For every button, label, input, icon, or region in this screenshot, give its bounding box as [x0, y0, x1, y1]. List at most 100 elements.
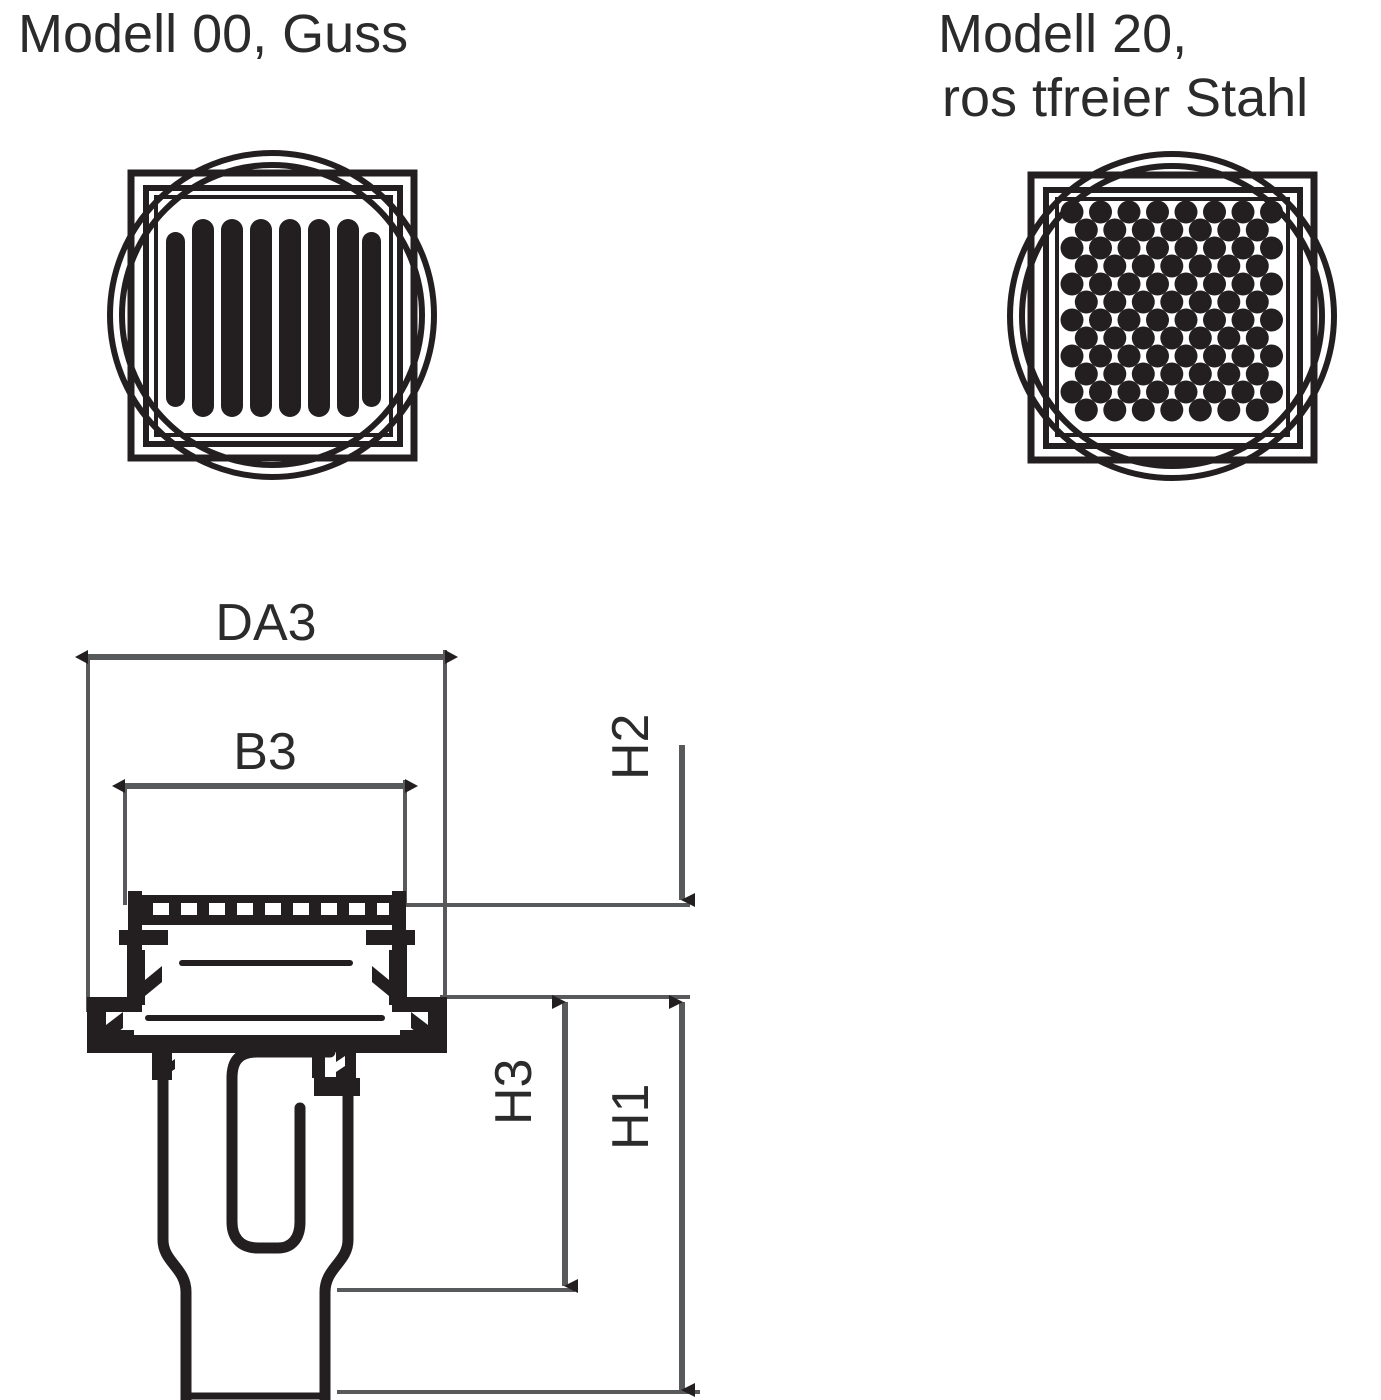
dimension-H2: H2	[602, 714, 695, 907]
grate-hole	[1174, 200, 1198, 224]
grate-hole	[1260, 272, 1283, 296]
grate-hole	[1231, 308, 1255, 332]
grate-hole	[1117, 344, 1141, 368]
dimension-H1: H1	[602, 995, 695, 1397]
grate-hole	[1146, 272, 1169, 296]
grate-hole	[1203, 236, 1226, 260]
grate-hole	[1231, 344, 1255, 368]
grate-hole	[1188, 398, 1212, 422]
grate-hole	[1146, 200, 1169, 224]
grate-holes-right	[1060, 200, 1283, 422]
grate-hole	[1260, 380, 1283, 404]
grate-hole	[1060, 344, 1084, 368]
grate-hole	[1203, 344, 1226, 368]
top-view-right	[1007, 151, 1337, 481]
grate-hole	[1217, 254, 1241, 278]
dimension-label-DA3: DA3	[215, 594, 316, 652]
grate-hole	[1131, 218, 1155, 242]
grate-hole	[1146, 380, 1169, 404]
dimension-label-B3: B3	[233, 723, 297, 781]
grate-hole	[1131, 362, 1155, 386]
grate-hole	[1160, 218, 1184, 242]
grate-hole	[1260, 200, 1283, 224]
grate-hole	[1174, 380, 1198, 404]
grate-hole	[1160, 326, 1184, 350]
grate-hole	[1060, 380, 1084, 404]
grate-hole	[1203, 272, 1226, 296]
grate-hole	[1245, 326, 1269, 350]
model-title-left: Modell 00, Guss	[18, 4, 409, 64]
grate-hole	[1089, 200, 1112, 224]
grate-hole	[1231, 272, 1255, 296]
grate-hole	[1245, 398, 1269, 422]
grate-hole	[1146, 344, 1169, 368]
grate-hole	[1231, 236, 1255, 260]
grate-hole	[1103, 218, 1127, 242]
grate-hole	[1103, 398, 1127, 422]
grate-hole	[1174, 308, 1198, 332]
grate-hole	[1074, 218, 1098, 242]
grate-hole	[1231, 200, 1255, 224]
grate-hole	[1074, 290, 1098, 314]
dimension-H3: H3	[485, 995, 578, 1293]
grate-hole	[1217, 218, 1241, 242]
backing-circles-left	[107, 150, 437, 480]
backing-circles-right	[1007, 151, 1337, 481]
grate-hole	[1103, 290, 1127, 314]
section-odour-trap	[157, 1046, 354, 1400]
grate-hole	[1203, 380, 1226, 404]
grate-hole	[1217, 290, 1241, 314]
witness-lines	[86, 650, 700, 1394]
grate-hole	[1146, 308, 1169, 332]
model-title-right: Modell 20,ros tfreier Stahl	[938, 2, 1308, 130]
grate-hole	[1203, 200, 1226, 224]
grate-hole	[1117, 236, 1141, 260]
grate-hole	[1160, 290, 1184, 314]
grate-hole	[1174, 272, 1198, 296]
dimension-label-H3: H3	[485, 1059, 543, 1125]
dimension-DA3: DA3	[75, 594, 458, 664]
grate-hole	[1217, 326, 1241, 350]
dimension-label-H1: H1	[602, 1084, 660, 1150]
grate-hole	[1188, 290, 1212, 314]
cross-section-view: DA3 B3 H2 H3 H1	[75, 594, 700, 1400]
grate-hole	[1231, 380, 1255, 404]
section-frame-flange	[87, 997, 447, 1053]
grate-hole	[1188, 218, 1212, 242]
grate-hole	[1174, 236, 1198, 260]
section-grate	[128, 891, 406, 937]
grate-hole	[1131, 254, 1155, 278]
grate-hole	[1188, 326, 1212, 350]
grate-hole	[1117, 308, 1141, 332]
grate-hole	[1074, 398, 1098, 422]
grate-frame-left	[127, 169, 418, 462]
grate-hole	[1103, 326, 1127, 350]
grate-hole	[1089, 344, 1112, 368]
grate-hole	[1131, 290, 1155, 314]
dimension-B3: B3	[112, 723, 418, 793]
grate-hole	[1245, 290, 1269, 314]
grate-hole	[1103, 254, 1127, 278]
grate-hole	[1131, 326, 1155, 350]
grate-hole	[1089, 308, 1112, 332]
grate-hole	[1188, 362, 1212, 386]
grate-hole	[1074, 362, 1098, 386]
grate-hole	[1117, 200, 1141, 224]
grate-hole	[1260, 344, 1283, 368]
grate-hole	[1260, 308, 1283, 332]
grate-hole	[1060, 236, 1084, 260]
grate-hole	[1188, 254, 1212, 278]
grate-hole	[1160, 362, 1184, 386]
grate-hole	[1074, 254, 1098, 278]
grate-hole	[1245, 254, 1269, 278]
grate-hole	[1060, 308, 1084, 332]
grate-hole	[1174, 344, 1198, 368]
grate-hole	[1217, 362, 1241, 386]
section-frame-upper	[119, 891, 415, 1012]
grate-hole	[1217, 398, 1241, 422]
grate-hole	[1074, 326, 1098, 350]
grate-frame-right	[1027, 171, 1318, 464]
grate-hole	[1260, 236, 1283, 260]
